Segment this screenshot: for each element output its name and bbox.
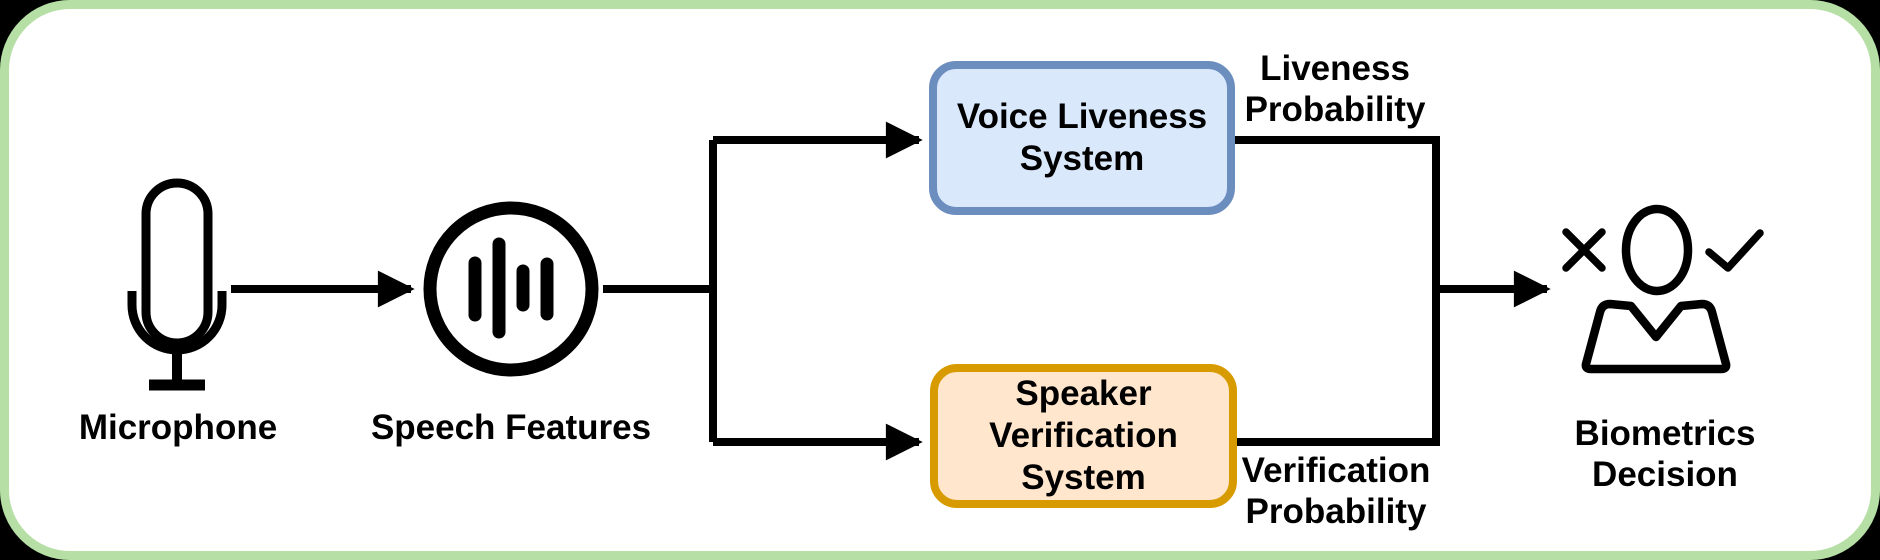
cross-icon	[1562, 228, 1606, 272]
speech-features-label: Speech Features	[370, 408, 652, 447]
speaker-verification-system-box: Speaker Verification System	[930, 364, 1237, 508]
speech-waveform-icon	[423, 201, 599, 377]
verification-probability-label: Verification Probability	[1241, 451, 1431, 531]
microphone-icon	[127, 178, 227, 391]
voice-liveness-system-label: Voice Liveness System	[956, 97, 1208, 178]
check-icon	[1705, 229, 1764, 272]
microphone-label: Microphone	[78, 408, 278, 447]
voice-liveness-system-box: Voice Liveness System	[929, 61, 1235, 215]
speaker-verification-system-label: Speaker Verification System	[989, 374, 1178, 497]
person-decision-icon	[1562, 204, 1764, 374]
biometrics-decision-label: Biometrics Decision	[1574, 414, 1756, 494]
person-torso	[1581, 299, 1731, 374]
liveness-probability-label: Liveness Probability	[1244, 49, 1426, 129]
wires	[231, 121, 1551, 461]
person-head	[1621, 204, 1693, 296]
